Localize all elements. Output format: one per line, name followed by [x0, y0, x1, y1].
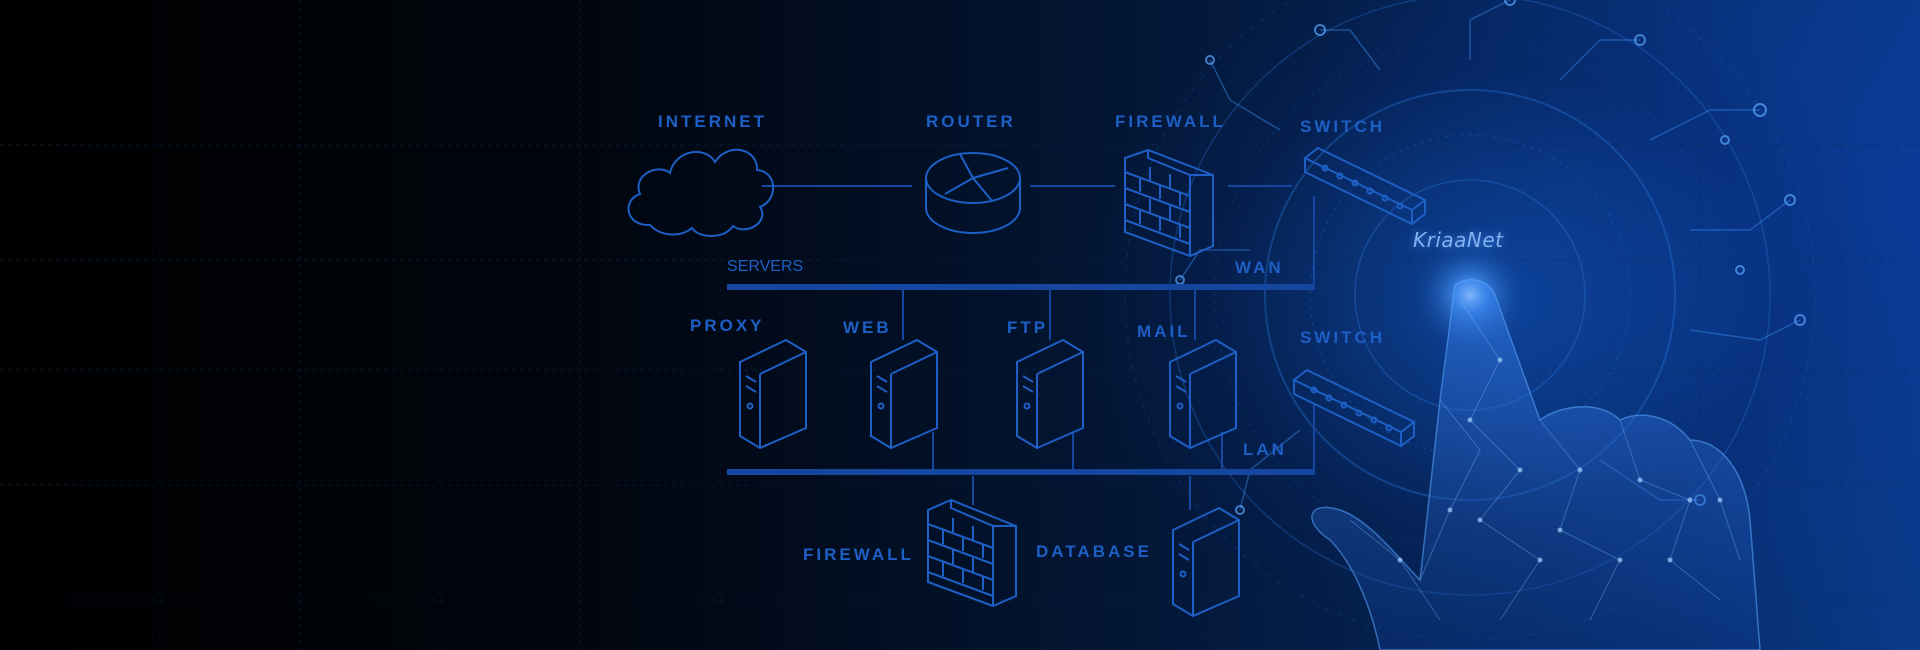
label-mail: MAIL [1137, 322, 1191, 341]
label-ftp: FTP [1007, 318, 1049, 337]
label-firewall-top: FIREWALL [1115, 112, 1226, 131]
label-switch-bottom: SWITCH [1300, 328, 1386, 347]
lan-bus [727, 469, 1315, 475]
ftp-server-icon [1016, 338, 1084, 450]
label-internet: INTERNET [658, 112, 767, 131]
mail-server-icon [1169, 338, 1237, 450]
web-server-icon [870, 338, 938, 450]
proxy-server-icon [739, 338, 807, 450]
firewall-bottom-icon [927, 498, 1017, 608]
label-firewall-bottom: FIREWALL [803, 545, 914, 564]
cloud-icon [627, 148, 775, 237]
label-lan: LAN [1243, 440, 1287, 459]
circuit-nodes [1175, 0, 1806, 515]
label-router: ROUTER [926, 112, 1016, 131]
label-database: DATABASE [1036, 542, 1152, 561]
label-wan: WAN [1235, 258, 1284, 277]
firewall-top-icon [1124, 148, 1214, 258]
wan-bus [727, 284, 1315, 290]
circuit-rings [1124, 0, 1816, 641]
router-icon [925, 152, 1021, 234]
label-servers: SERVERS [727, 258, 804, 275]
hand-illustration [1311, 279, 1761, 650]
label-web: WEB [843, 318, 892, 337]
label-proxy: PROXY [690, 316, 765, 335]
label-switch-top: SWITCH [1300, 117, 1386, 136]
switch-top-icon [1303, 146, 1427, 226]
brand-logo: KriaaNet [1413, 228, 1504, 252]
switch-bottom-icon [1292, 368, 1416, 448]
database-server-icon [1172, 506, 1240, 618]
